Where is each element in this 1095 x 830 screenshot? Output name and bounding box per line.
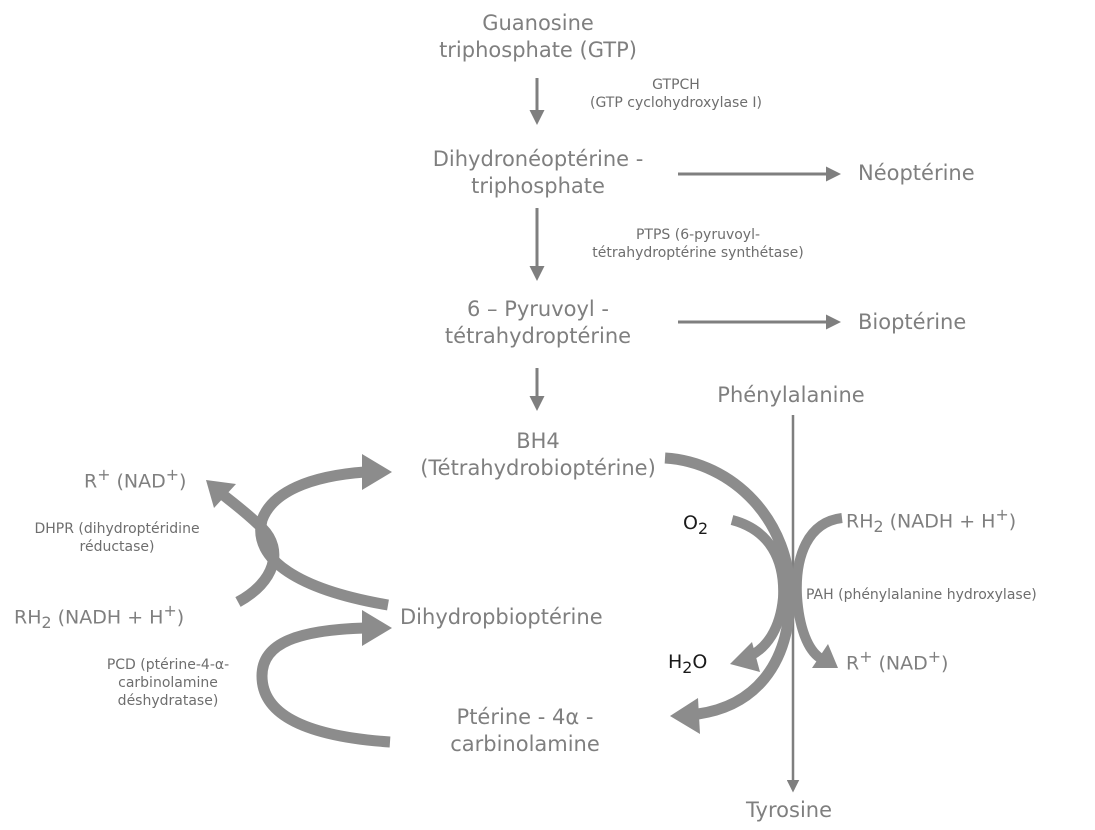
node-dihydroneopterine: Dihydronéoptérine - triphosphate	[432, 147, 644, 199]
enzyme-dhpr: DHPR (dihydroptéridine réductase)	[34, 521, 200, 556]
left-rh2: RH2 (NADH + H+)	[14, 601, 185, 633]
node-dihydrobiopterine: Dihydropbioptérine	[400, 605, 603, 629]
node-bh4: BH4 (Tétrahydrobioptérine)	[420, 429, 656, 481]
node-biopterine: Bioptérine	[858, 310, 967, 334]
enzyme-ptps: PTPS (6-pyruvoyl- tétrahydroptérine synt…	[592, 227, 804, 262]
arrow-dihydrobiopterine-to-bh4	[255, 466, 389, 611]
enzyme-gtpch: GTPCH (GTP cyclohydroxylase I)	[589, 77, 763, 112]
arrow-o2-to-h2o	[730, 515, 789, 661]
o2-label: O2	[683, 512, 709, 538]
enzyme-pah: PAH (phénylalanine hydroxylase)	[806, 587, 1037, 603]
right-rh2: RH2 (NADH + H+)	[846, 505, 1017, 537]
left-r-plus: R+ (NAD+)	[84, 465, 187, 493]
h2o-label: H2O	[668, 651, 708, 677]
node-pterine-carbinolamine: Ptérine - 4α - carbinolamine	[450, 705, 600, 757]
arrow-right-rh2-to-r-plus	[791, 513, 843, 663]
node-phenylalanine: Phénylalanine	[717, 383, 865, 407]
arrow-bh4-to-pterine	[664, 452, 796, 720]
right-r-plus: R+ (NAD+)	[846, 647, 949, 675]
node-tyrosine: Tyrosine	[745, 798, 833, 822]
node-neopterine: Néoptérine	[858, 161, 975, 185]
arrow-pterine-to-dihydrobiopterine	[256, 622, 391, 748]
enzyme-pcd: PCD (ptérine-4-α- carbinolamine déshydra…	[106, 657, 230, 710]
node-pyruvoyl: 6 – Pyruvoyl - tétrahydroptérine	[444, 297, 632, 349]
arrow-rh2-to-r-plus	[218, 489, 280, 607]
node-gtp: Guanosine triphosphate (GTP)	[439, 11, 637, 63]
